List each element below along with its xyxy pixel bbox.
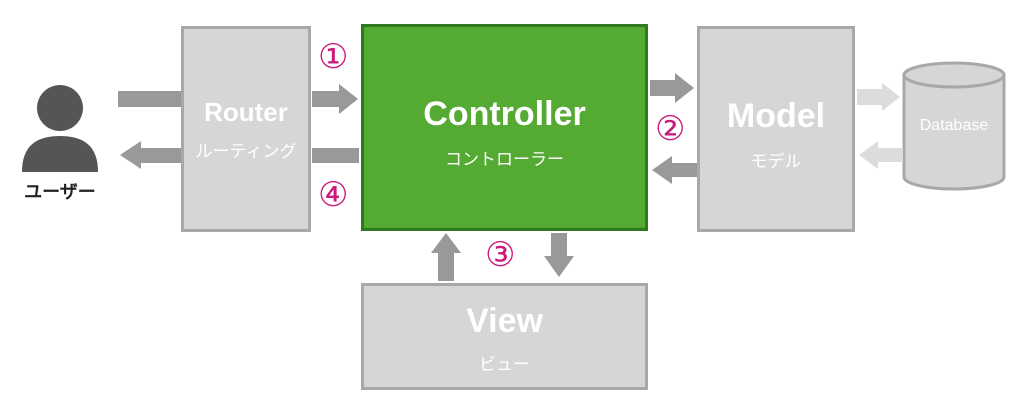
arrow-model-to-controller	[652, 156, 697, 184]
step-1: ①	[318, 38, 349, 76]
step-2: ②	[655, 110, 686, 148]
database-label: Database	[919, 117, 989, 134]
model-subtitle: モデル	[750, 152, 802, 171]
user-icon	[22, 85, 98, 172]
view-subtitle: ビュー	[479, 355, 530, 374]
router-subtitle: ルーティング	[195, 142, 297, 161]
step-3: ③	[485, 236, 516, 274]
controller-title: Controller	[423, 95, 586, 133]
model-title: Model	[726, 97, 826, 135]
arrow-model-to-database	[857, 83, 900, 111]
controller-subtitle: コントローラー	[445, 150, 564, 169]
router-title: Router	[204, 97, 288, 127]
arrow-controller-to-view	[544, 233, 574, 277]
arrow-database-to-model	[859, 141, 903, 169]
step-4: ④	[318, 176, 349, 214]
arrow-router-to-user	[120, 141, 181, 169]
model-box: Model モデル	[697, 26, 855, 232]
arrow-user-to-router	[118, 91, 181, 107]
router-box: Router ルーティング	[181, 26, 311, 232]
controller-box: Controller コントローラー	[361, 24, 648, 231]
view-box: View ビュー	[361, 283, 648, 390]
database-icon	[902, 61, 1006, 191]
user-label: ユーザー	[24, 182, 96, 202]
view-title: View	[466, 302, 543, 340]
arrow-view-to-controller	[431, 233, 461, 281]
arrow-controller-to-model	[650, 73, 694, 103]
arrow-controller-to-router	[312, 148, 359, 163]
arrow-router-to-controller	[312, 84, 358, 114]
